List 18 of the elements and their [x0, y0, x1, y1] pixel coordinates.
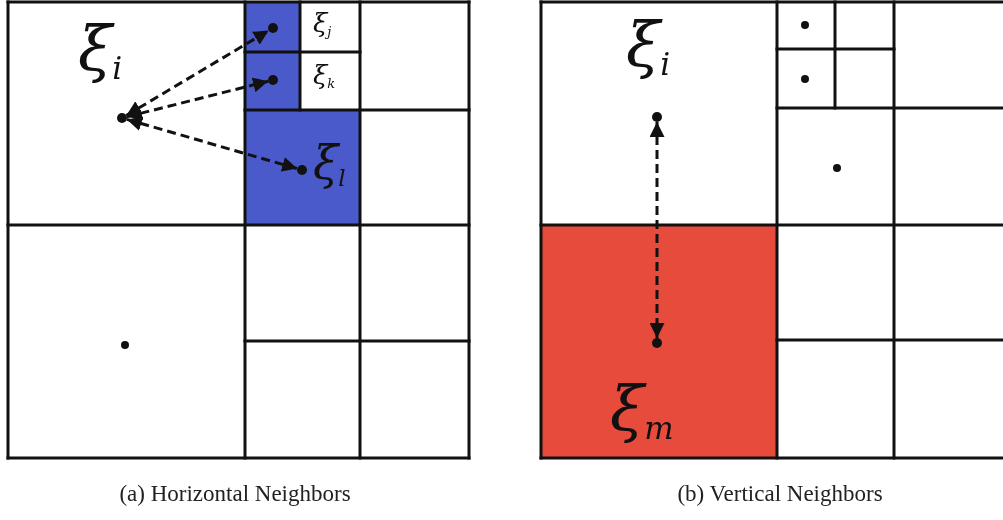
math-label: ξ$_{i}$	[78, 18, 123, 85]
caption: (b) Vertical Neighbors	[677, 481, 883, 507]
math-label: ξ$_{k}$	[313, 62, 336, 90]
math-label: ξ$_{l}$	[313, 140, 346, 190]
circle-marker	[652, 338, 662, 348]
math-label: ξ$_{j}$	[313, 10, 332, 38]
circle-marker	[268, 75, 278, 85]
dashed-arrow	[125, 29, 270, 117]
math-label: ξ$_{m}$	[610, 378, 674, 445]
circle-marker	[268, 23, 278, 33]
dashed-arrow	[126, 116, 298, 172]
circle-marker	[652, 112, 662, 122]
dashed-arrow	[126, 77, 269, 121]
caption: (a) Horizontal Neighbors	[119, 481, 351, 507]
math-label: ξ$_{i}$	[626, 14, 671, 81]
circle-marker	[117, 113, 127, 123]
circle-marker	[297, 165, 307, 175]
dashed-arrow	[649, 122, 665, 338]
